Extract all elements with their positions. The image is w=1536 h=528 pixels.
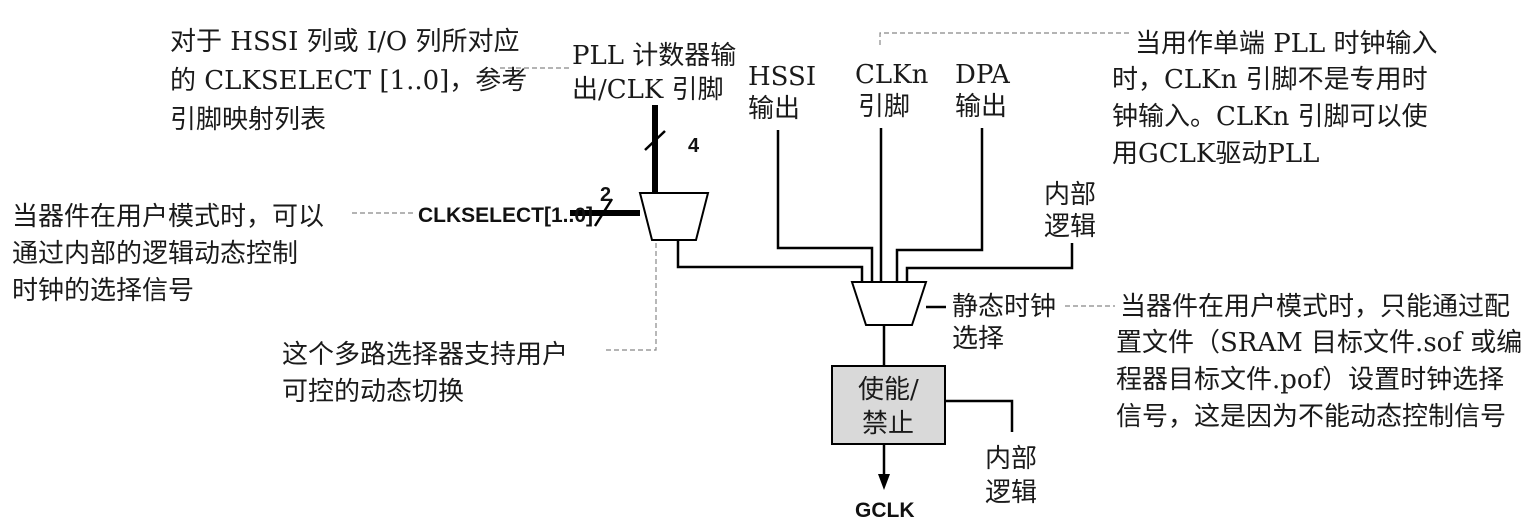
hssi-label-line2: 输出 [748,94,800,124]
internal-logic-bottom-line2: 逻辑 [985,478,1037,508]
pll-counter-label-line1: PLL 计数器输 [572,41,736,71]
internal-logic-top-line2: 逻辑 [1044,212,1096,242]
wire-dpa [895,128,984,282]
note-static-line1: 当器件在用户模式时，只能通过配 [1120,292,1510,322]
wire-enable-internal-logic [945,399,1014,432]
enable-disable-box [831,365,946,445]
hssi-label-line1: HSSI [748,62,816,92]
enable-label-line1: 使能/ [858,375,919,405]
clkn-label-line2: 引脚 [858,92,910,122]
note-clkn-line2: 时，CLKn 引脚不是专用时 [1112,65,1428,95]
pll-counter-label-line2: 出/CLK 引脚 [572,75,724,105]
note-clkn-line3: 钟输入。CLKn 引脚可以使 [1112,102,1428,132]
dpa-label-line1: DPA [955,60,1011,90]
note-static-line4: 信号，这是因为不能动态控制信号 [1116,402,1506,432]
note-clkn-line1: 当用作单端 PLL 时钟输入 [1135,29,1438,59]
static-mux [850,281,928,326]
wire-dynamic-to-static [676,240,864,282]
internal-logic-top-line1: 内部 [1044,180,1096,210]
internal-logic-bottom-line1: 内部 [985,444,1037,474]
bus-width-4: 4 [688,135,700,157]
gclk-arrow-head [878,474,890,490]
gclk-label: GCLK [855,499,915,522]
note-mux-support-line2: 可控的动态切换 [282,377,464,407]
dynamic-mux [638,192,710,241]
note-user-mode-dynamic-line1: 当器件在用户模式时，可以 [12,202,324,232]
bus-width-2: 2 [600,184,611,206]
bus-slash-4 [644,130,666,151]
clkselect-label: CLKSELECT[1..0] [418,204,593,227]
static-select-label-line2: 选择 [952,324,1004,354]
note-static-line2: 置文件（SRAM 目标文件.sof 或编 [1116,328,1522,358]
note-static-line3: 程器目标文件.pof）设置时钟选择 [1116,365,1504,395]
wire-hssi [776,130,874,282]
note-mux-support-line1: 这个多路选择器支持用户 [282,340,568,370]
note-clkn-line4: 用GCLK驱动PLL [1112,139,1319,169]
leader-mux-support [605,243,657,351]
note-hssi-column-line2: 的 CLKSELECT [1..0]，参考 [170,66,527,96]
static-select-label-line1: 静态时钟 [952,292,1056,322]
bus-slash-2 [593,198,614,227]
enable-label-line2: 禁止 [862,409,914,439]
note-user-mode-dynamic-line3: 时钟的选择信号 [12,276,194,306]
dpa-label-line2: 输出 [955,92,1007,122]
note-user-mode-dynamic-line2: 通过内部的逻辑动态控制 [12,239,298,269]
clkn-label-line1: CLKn [855,60,929,90]
leader-clkn-note [879,32,1130,45]
note-hssi-column-line3: 引脚映射列表 [170,105,326,135]
note-hssi-column-line1: 对于 HSSI 列或 I/O 列所对应 [170,27,520,57]
wire-internal-logic-top [905,243,1074,282]
